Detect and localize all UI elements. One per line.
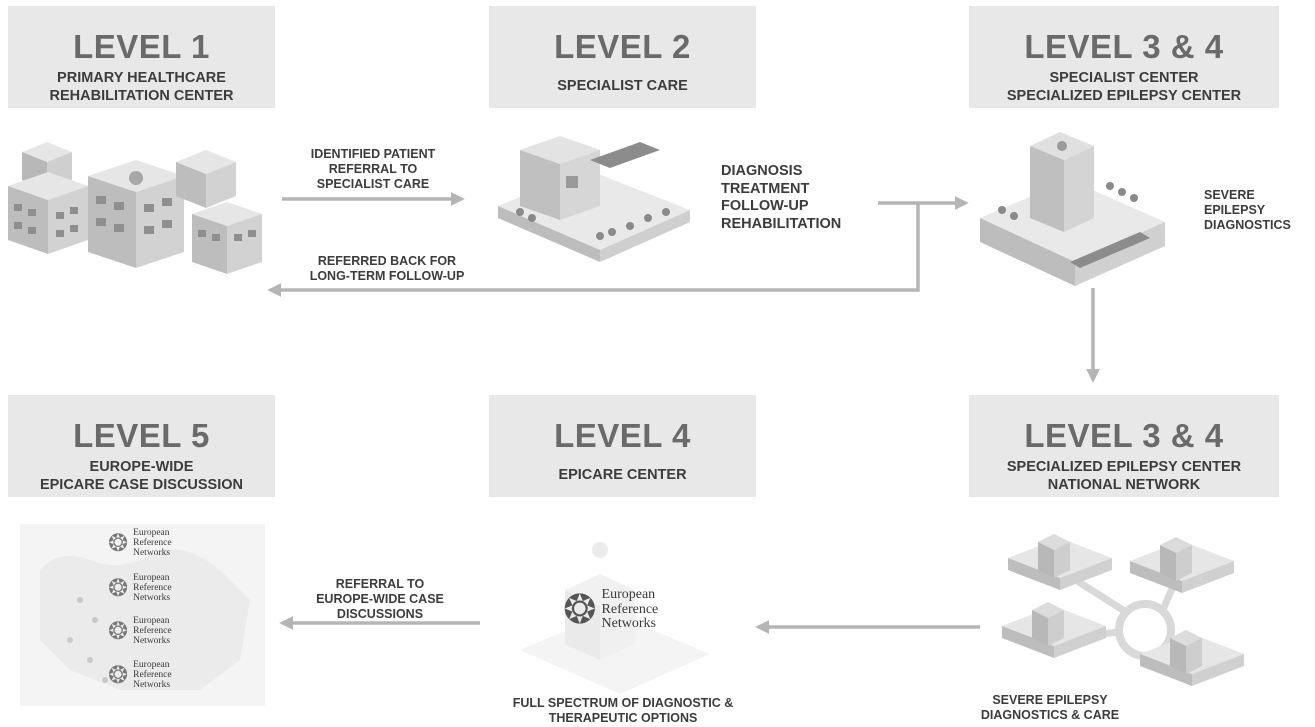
national-network-icon bbox=[1002, 534, 1244, 686]
diagnosis-line3: FOLLOW-UP bbox=[721, 198, 809, 215]
europe-referral-line3: DISCUSSIONS bbox=[336, 607, 424, 621]
diagnosis-line4: REHABILITATION bbox=[721, 216, 842, 233]
referred-back-line2: LONG-TERM FOLLOW-UP bbox=[309, 269, 465, 283]
level-3-4-subtitle-1-top: SPECIALIST CENTER bbox=[1049, 70, 1199, 86]
level-3-4-title-top: LEVEL 3 & 4 bbox=[1024, 28, 1224, 65]
diagnosis-line1: DIAGNOSIS bbox=[721, 163, 803, 179]
level-5-box: LEVEL 5 EUROPE-WIDE EPICARE CASE DISCUSS… bbox=[8, 395, 275, 497]
severe-line3: DIAGNOSTICS bbox=[1204, 218, 1291, 232]
referral-label-line3: SPECIALIST CARE bbox=[316, 177, 430, 191]
referred-back-label: REFERRED BACK FOR LONG-TERM FOLLOW-UP bbox=[266, 254, 508, 284]
arrow-back-to-l1 bbox=[267, 203, 920, 297]
level-3-4-subtitle-2-top: SPECIALIZED EPILEPSY CENTER bbox=[1006, 88, 1242, 105]
level-3-4-box-top: LEVEL 3 & 4 SPECIALIST CENTER SPECIALIZE… bbox=[969, 6, 1279, 108]
ern-logo-2-line1: European bbox=[133, 573, 170, 583]
full-spectrum-line1: FULL SPECTRUM OF DIAGNOSTIC & bbox=[512, 696, 734, 710]
epicare-center-faded-icon bbox=[520, 542, 710, 694]
level-3-4-title-bottom: LEVEL 3 & 4 bbox=[1024, 417, 1224, 454]
level-1-subtitle-2: REHABILITATION CENTER bbox=[49, 88, 234, 105]
level-1-title: LEVEL 1 bbox=[73, 28, 210, 65]
ern-logo-1-line2: Reference bbox=[133, 537, 172, 548]
europe-map-icon bbox=[20, 524, 265, 706]
diagnosis-line2: TREATMENT bbox=[721, 180, 810, 197]
level-4-subtitle: EPICARE CENTER bbox=[558, 467, 687, 483]
ern-dots-icon: ❂ bbox=[108, 529, 129, 557]
ern-logo-large-line1: European bbox=[601, 587, 656, 602]
severe-line1: SEVERE bbox=[1204, 188, 1255, 202]
europe-referral-label: REFERRAL TO EUROPE-WIDE CASE DISCUSSIONS bbox=[285, 577, 475, 622]
network-care-label: SEVERE EPILEPSY DIAGNOSTICS & CARE bbox=[950, 693, 1150, 723]
ern-logo-1-line1: European bbox=[133, 528, 170, 538]
level-1-subtitle-1: PRIMARY HEALTHCARE bbox=[57, 70, 226, 86]
network-care-line2: DIAGNOSTICS & CARE bbox=[980, 708, 1120, 722]
level-5-subtitle-2: EPICARE CASE DISCUSSION bbox=[39, 477, 244, 494]
level-4-box: LEVEL 4 EPICARE CENTER bbox=[489, 395, 756, 497]
europe-referral-line2: EUROPE-WIDE CASE bbox=[316, 592, 444, 606]
level-2-title: LEVEL 2 bbox=[554, 28, 691, 65]
ern-logo-large-line2: Reference bbox=[601, 601, 659, 617]
ern-logo-2-line3: Networks bbox=[133, 592, 171, 603]
referral-label-line1: IDENTIFIED PATIENT bbox=[310, 147, 436, 161]
ern-logo-4-line2: Reference bbox=[133, 669, 172, 680]
severe-epilepsy-label: SEVERE EPILEPSY DIAGNOSTICS bbox=[1204, 188, 1291, 233]
referral-label-line2: REFERRAL TO bbox=[328, 162, 418, 176]
level-5-subtitle-1: EUROPE-WIDE bbox=[89, 459, 194, 475]
ern-dots-icon: ❂ bbox=[108, 661, 129, 689]
level-4-title: LEVEL 4 bbox=[554, 417, 691, 454]
europe-referral-line1: REFERRAL TO bbox=[335, 577, 425, 591]
ern-logo-4-line3: Networks bbox=[133, 679, 171, 690]
full-spectrum-line2: THERAPEUTIC OPTIONS bbox=[548, 711, 698, 725]
severe-line2: EPILEPSY bbox=[1204, 203, 1266, 217]
level-2-box: LEVEL 2 SPECIALIST CARE bbox=[489, 6, 756, 108]
referred-back-line1: REFERRED BACK FOR bbox=[317, 254, 457, 268]
network-care-line1: SEVERE EPILEPSY bbox=[992, 693, 1108, 707]
ern-logo-3-line3: Networks bbox=[133, 635, 171, 646]
level-3-4-subtitle-2-bottom: NATIONAL NETWORK bbox=[1047, 477, 1201, 494]
ern-logo-3-line2: Reference bbox=[133, 625, 172, 636]
ern-dots-icon: ❂ bbox=[108, 574, 129, 602]
level-3-4-box-bottom: LEVEL 3 & 4 SPECIALIZED EPILEPSY CENTER … bbox=[969, 395, 1279, 497]
diagnosis-label: DIAGNOSIS TREATMENT FOLLOW-UP REHABILITA… bbox=[721, 163, 841, 234]
specialist-center-tower-icon bbox=[980, 132, 1165, 286]
full-spectrum-label: FULL SPECTRUM OF DIAGNOSTIC & THERAPEUTI… bbox=[470, 696, 776, 726]
ern-logo-4-line1: European bbox=[133, 660, 170, 670]
level-1-box: LEVEL 1 PRIMARY HEALTHCARE REHABILITATIO… bbox=[8, 6, 275, 108]
level-3-4-subtitle-1-bottom: SPECIALIZED EPILEPSY CENTER bbox=[1006, 459, 1242, 475]
ern-logo-3-line1: European bbox=[133, 616, 170, 626]
ern-logo-2-line2: Reference bbox=[133, 582, 172, 593]
ern-logo-large-line3: Networks bbox=[601, 616, 656, 632]
referral-label: IDENTIFIED PATIENT REFERRAL TO SPECIALIS… bbox=[282, 147, 464, 192]
primary-care-buildings-icon bbox=[8, 142, 262, 274]
level-2-subtitle: SPECIALIST CARE bbox=[557, 78, 688, 94]
level-5-title: LEVEL 5 bbox=[73, 417, 210, 454]
ern-dots-icon: ❂ bbox=[108, 617, 129, 645]
specialist-care-block-icon bbox=[498, 136, 690, 262]
ern-logo-1-line3: Networks bbox=[133, 547, 171, 558]
ern-dots-icon: ❂ bbox=[563, 588, 597, 633]
